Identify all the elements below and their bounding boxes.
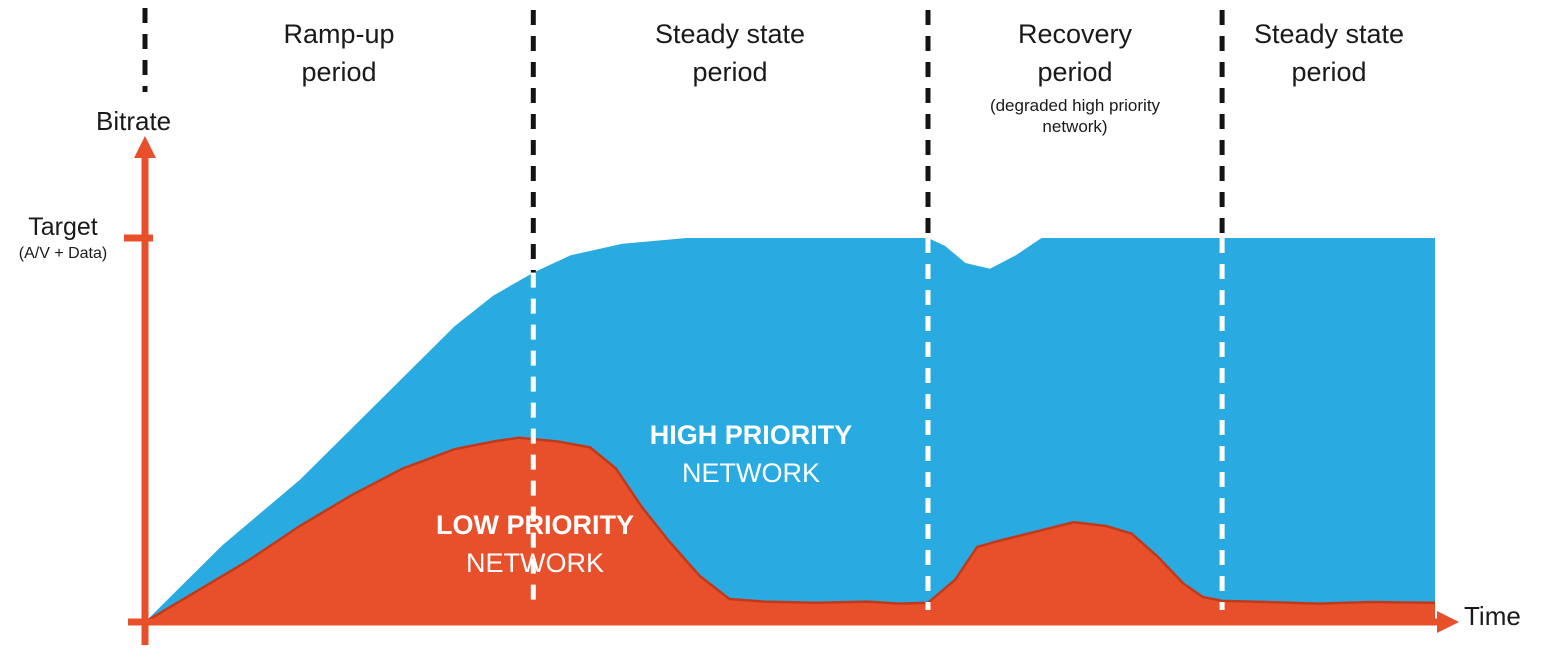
y-axis-label: Bitrate (96, 106, 172, 136)
y-axis-arrow-icon (134, 136, 156, 158)
x-axis-arrow-icon (1437, 611, 1459, 633)
period-label-line: Recovery (1017, 19, 1133, 49)
period-label-steady-state-2: Steady state period (1179, 16, 1479, 92)
period-label-line: period (692, 56, 768, 87)
period-divider-group (124, 10, 1225, 610)
period-label-line: period (1291, 56, 1367, 87)
low-priority-label-line1: LOW PRIORITY (436, 510, 634, 540)
period-label-steady-state-1: Steady state period (580, 16, 880, 92)
low-priority-area (145, 437, 1435, 622)
high-priority-area-label: HIGH PRIORITY NETWORK (601, 416, 901, 493)
high-priority-label-line1: HIGH PRIORITY (649, 420, 853, 450)
period-label-line: Ramp-up (283, 19, 395, 49)
period-label-line: Steady state (654, 19, 806, 49)
high-priority-label-line2: NETWORK (682, 458, 820, 489)
target-label-block: Target (A/V + Data) (2, 212, 124, 263)
low-priority-area-label: LOW PRIORITY NETWORK (385, 506, 685, 583)
period-label-line: Steady state (1253, 19, 1405, 49)
low-priority-label-line2: NETWORK (466, 548, 604, 579)
period-label-line: period (1037, 56, 1113, 87)
x-axis-label: Time (1464, 601, 1521, 631)
axes-group (128, 8, 1459, 645)
area-series-group (144, 238, 1436, 624)
period-label-recovery: Recovery period (degraded high priority … (925, 16, 1225, 137)
period-label-line: period (301, 56, 377, 87)
target-sublabel: (A/V + Data) (18, 245, 108, 262)
target-label: Target (28, 213, 98, 241)
low-priority-area-edge (144, 436, 1436, 624)
period-label-ramp-up: Ramp-up period (189, 16, 489, 92)
period-sublabel: (degraded high priority network) (989, 95, 1161, 136)
